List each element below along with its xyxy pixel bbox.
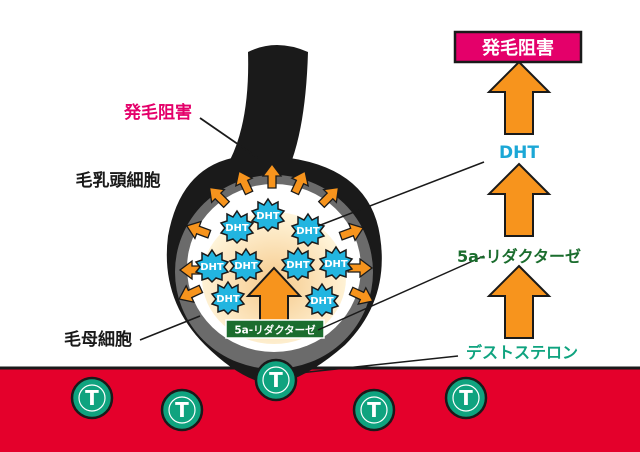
svg-text:DHT: DHT	[324, 259, 348, 270]
hair-loss-title: 発毛阻害	[481, 37, 554, 59]
hair-shaft	[230, 45, 308, 160]
svg-text:DHT: DHT	[296, 226, 320, 237]
leader-dht	[317, 161, 485, 227]
svg-text:DHT: DHT	[216, 294, 240, 305]
dht-molecule: DHT	[291, 213, 325, 247]
flow-arrow-1	[488, 265, 550, 339]
testosterone-molecule: T	[254, 358, 298, 402]
dermal-papilla-label: 毛乳頭細胞	[76, 170, 161, 191]
testosterone-molecule: T	[160, 388, 204, 432]
dht-label: DHT	[499, 143, 539, 163]
dht-molecule: DHT	[305, 283, 339, 317]
hair-loss-title-box	[453, 30, 583, 64]
leader-reductase	[317, 255, 485, 331]
matrix-cell-label: 毛母細胞	[64, 329, 132, 350]
reductase-label: 5a-リダクターゼ	[457, 247, 581, 266]
svg-text:T: T	[367, 398, 381, 422]
dht-molecule: DHT	[251, 198, 285, 232]
flow-arrow-2	[488, 163, 550, 237]
dht-molecule: DHT	[319, 246, 353, 280]
svg-text:DHT: DHT	[310, 296, 334, 307]
svg-text:DHT: DHT	[200, 262, 224, 273]
inner-reductase-label: 5a-リダクターゼ	[234, 324, 316, 337]
svg-text:T: T	[175, 398, 189, 422]
svg-text:DHT: DHT	[256, 211, 280, 222]
testosterone-molecule: T	[352, 388, 396, 432]
leader-testosterone	[289, 355, 459, 375]
dht-molecule: DHT	[229, 248, 263, 282]
leader-hair-loss	[199, 117, 259, 159]
dht-molecule: DHT	[195, 249, 229, 283]
dht-molecule: DHT	[220, 210, 254, 244]
testosterone-label: デストステロン	[466, 343, 578, 362]
leader-matrix-cell	[139, 315, 201, 341]
flow-arrow-3	[488, 61, 550, 135]
svg-text:T: T	[269, 368, 283, 392]
svg-text:DHT: DHT	[286, 260, 310, 271]
dht-molecule: DHT	[281, 247, 315, 281]
testosterone-molecule: T	[444, 376, 488, 420]
inner-reductase-box	[225, 319, 325, 339]
svg-text:DHT: DHT	[225, 223, 249, 234]
dht-molecule: DHT	[211, 281, 245, 315]
testosterone-molecule: T	[70, 376, 114, 420]
hair-loss-label: 発毛阻害	[123, 102, 192, 123]
svg-text:T: T	[85, 386, 99, 410]
svg-text:DHT: DHT	[234, 261, 258, 272]
svg-text:T: T	[459, 386, 473, 410]
